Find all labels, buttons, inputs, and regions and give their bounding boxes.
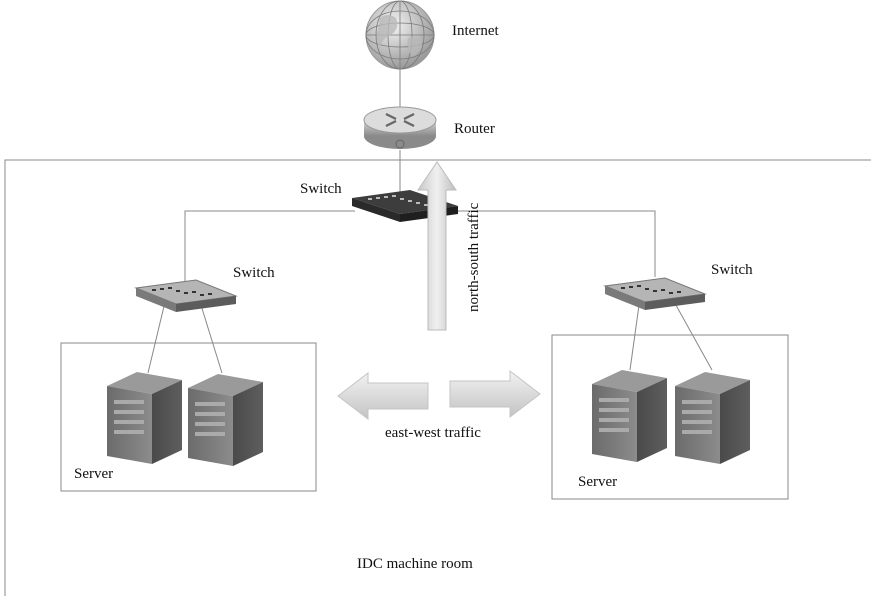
north-south-traffic-label: north-south traffic [466,202,482,312]
left-server-1-icon [107,372,182,464]
router-icon [363,106,437,149]
connection-lines [147,66,713,374]
internet-label: Internet [452,23,499,39]
right-server-1-icon [592,370,667,462]
left-server-label: Server [74,466,114,482]
internet-globe-icon [365,0,435,70]
east-west-traffic-label: east-west traffic [385,425,481,441]
left-server-2-icon [188,374,263,466]
left-switch-icon [134,279,238,312]
right-server-group-box [551,334,789,500]
right-switch-label: Switch [711,262,753,278]
idc-room-label: IDC machine room [357,556,473,572]
idc-room-boundary [4,159,871,596]
router-label: Router [454,121,495,137]
east-west-left-arrow-icon [337,371,429,421]
left-server-group-box [60,342,317,492]
north-south-arrow-icon [417,161,457,331]
right-server-label: Server [578,474,618,490]
right-switch-icon [603,277,707,310]
left-switch-label: Switch [233,265,275,281]
core-switch-label: Switch [300,181,342,197]
east-west-right-arrow-icon [449,369,541,419]
right-server-2-icon [675,372,750,464]
